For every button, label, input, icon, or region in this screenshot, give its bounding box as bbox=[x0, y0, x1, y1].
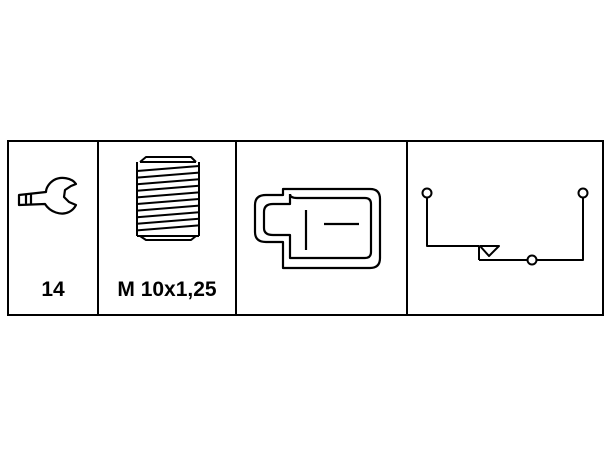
switch-schematic-icon bbox=[421, 187, 589, 266]
thread-spec-label: M 10x1,25 bbox=[117, 278, 217, 301]
wrench-size-label: 14 bbox=[41, 278, 65, 301]
switch-schematic-cell bbox=[408, 142, 602, 314]
thread-spec-cell: M 10x1,25 bbox=[99, 142, 237, 314]
wrench-size-cell: 14 bbox=[9, 142, 99, 314]
threaded-bolt-icon bbox=[136, 156, 200, 241]
connector-cell bbox=[237, 142, 408, 314]
spec-table: 14 M 10x1,25 bbox=[7, 140, 604, 316]
connector-plug-icon bbox=[253, 187, 382, 270]
wrench-icon bbox=[17, 176, 78, 215]
